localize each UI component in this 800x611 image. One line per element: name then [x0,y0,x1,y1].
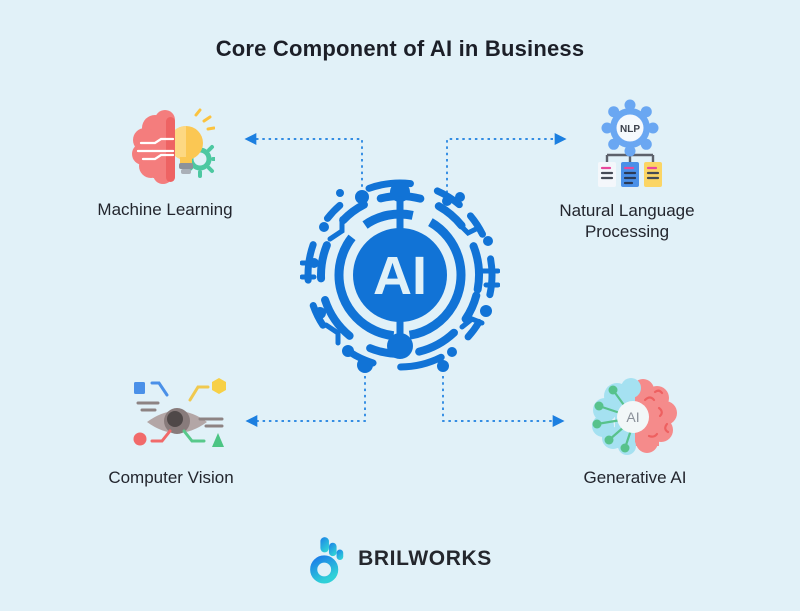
arrow-to-computer-vision [245,376,366,427]
computer-vision-icon [133,378,226,447]
brilworks-logo-icon [310,537,344,584]
arrow-to-generative-ai [442,376,565,427]
nlp-icon: NLP [598,99,662,187]
brilworks-logo: BRILWORKS [0,533,800,585]
machine-learning-label: Machine Learning [97,200,233,219]
central-ai-circuit-icon: AI [300,179,500,373]
brilworks-wordmark: BRILWORKS [358,547,492,570]
generative-ai-icon-text: AI [626,409,639,425]
nlp-gear-text: NLP [620,124,640,135]
central-ai-text: AI [373,246,427,306]
generative-ai-icon: AI [592,378,677,455]
generative-ai-label: Generative AI [583,468,687,487]
nlp-label: Natural Language Processing [559,201,695,242]
machine-learning-icon [132,108,215,184]
page-title: Core Component of AI in Business [215,36,585,61]
computer-vision-label: Computer Vision [108,468,234,487]
